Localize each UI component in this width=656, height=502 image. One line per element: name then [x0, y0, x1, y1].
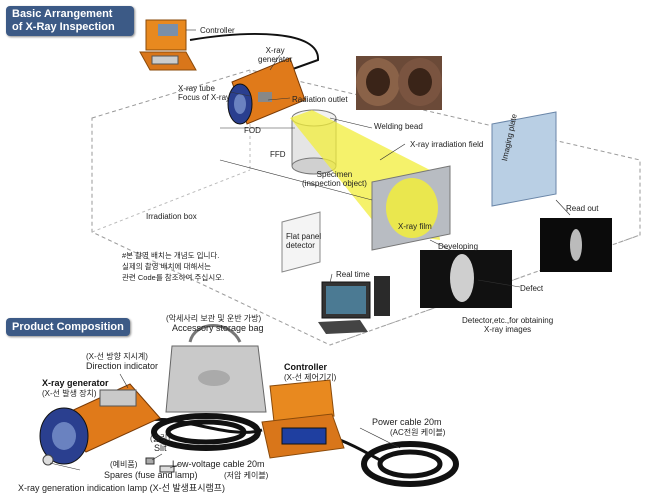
label-defect: Defect — [520, 284, 544, 293]
section-title-basic-arrangement: Basic Arrangement of X-Ray Inspection — [6, 6, 134, 36]
label-spares-en: Spares (fuse and lamp) — [104, 470, 198, 480]
label-focus: Focus of X-ray — [178, 93, 231, 102]
korean-note: #본 촬영 배치는 개념도 입니다. 실제의 촬영 배치에 대해서는 관련 Co… — [122, 250, 224, 283]
spares-part — [159, 465, 175, 473]
controller-product — [261, 379, 345, 459]
label-detector-note: Detector,etc.,for obtaining X-ray images — [462, 316, 553, 334]
label-specimen: Specimen (inspection object) — [302, 170, 367, 188]
control-cable — [189, 33, 320, 96]
label-power-cable-kor: (AC전원 케이블) — [390, 428, 446, 437]
section-title-line2: of X-Ray Inspection — [12, 21, 115, 33]
label-detector-note-l2: X-ray images — [484, 325, 532, 334]
label-radiation-outlet: Radiation outlet — [292, 95, 348, 104]
computer-illustration — [318, 276, 390, 334]
imaging-plate-panel — [491, 111, 557, 207]
label-indication-lamp: X-ray generation indication lamp (X-선 발생… — [18, 483, 226, 493]
flat-panel-detector — [281, 211, 321, 273]
label-slit-en: Slit — [154, 443, 167, 453]
leader-lines-product — [49, 373, 401, 471]
section-title-line1: Basic Arrangement — [12, 8, 113, 20]
label-direction-kor: (X-선 방향 지시계) — [86, 352, 148, 361]
power-cable-coil-inner — [377, 449, 443, 479]
label-irradiation-box: Irradiation box — [146, 212, 197, 221]
label-xray-generator-en: X-ray generator — [42, 378, 109, 388]
leader-lines — [186, 29, 571, 288]
label-xray-generator-l1: X-ray — [265, 46, 285, 55]
label-xray-generator: X-ray generator — [258, 46, 292, 64]
label-specimen-l1: Specimen — [316, 170, 353, 179]
label-flat-panel-l1: Flat panel — [286, 232, 322, 241]
xray-generator-illustration — [227, 57, 306, 125]
label-lv-cable-kor: (저압 케이블) — [224, 471, 269, 480]
label-real-time: Real time — [336, 270, 370, 279]
label-accessory-kor: (악세사리 보관 및 운반 가방) — [166, 314, 262, 323]
label-read-out: Read out — [566, 204, 599, 213]
section-title-product-composition: Product Composition — [6, 318, 130, 336]
label-power-cable-en: Power cable 20m — [372, 417, 442, 427]
label-detector-note-l1: Detector,etc.,for obtaining — [462, 316, 554, 325]
connecting-cable — [149, 417, 263, 434]
label-xray-film: X-ray film — [398, 222, 432, 231]
connecting-cable — [339, 438, 381, 462]
label-fod: FOD — [244, 126, 261, 135]
label-controller: Controller — [200, 26, 235, 35]
controller-illustration — [139, 19, 197, 71]
korean-note-line2: 실제의 촬영 배치에 대해서는 — [122, 262, 212, 271]
korean-note-line1: #본 촬영 배치는 개념도 입니다. — [122, 251, 220, 260]
label-controller-kor: (X-선 제어기기) — [284, 373, 337, 382]
label-specimen-l2: (inspection object) — [302, 179, 367, 188]
label-welding-bead: Welding bead — [374, 122, 423, 131]
label-xray-generator-kor: (X-선 발생 장치) — [42, 389, 97, 398]
power-cable-coil — [361, 441, 459, 487]
label-controller-en: Controller — [284, 362, 328, 372]
irradiation-box-edge — [91, 169, 251, 233]
label-flat-panel: Flat panel detector — [286, 232, 321, 250]
welding-bead-photo — [356, 56, 442, 110]
label-developing: Developing — [438, 242, 479, 251]
label-xray-generator-l2: generator — [258, 55, 293, 64]
xray-generator-product — [39, 383, 161, 466]
label-lv-cable-en: Low-voltage cable 20m — [172, 459, 265, 469]
label-accessory-en: Accessory storage bag — [172, 323, 264, 333]
label-xray-tube: X-ray tube — [178, 84, 215, 93]
accessory-bag-illustration — [165, 324, 267, 413]
label-direction-en: Direction indicator — [86, 361, 159, 371]
label-flat-panel-l2: detector — [286, 241, 315, 250]
label-spares-kor: (예비품) — [110, 460, 138, 469]
label-irradiation-field: X-ray irradiation field — [410, 140, 484, 149]
label-ffd: FFD — [270, 150, 286, 159]
slit-part — [145, 457, 155, 465]
korean-note-line3: 관련 Code를 참조하여 주십시오. — [122, 273, 225, 282]
label-slit-kor: (슬릿) — [150, 434, 171, 443]
